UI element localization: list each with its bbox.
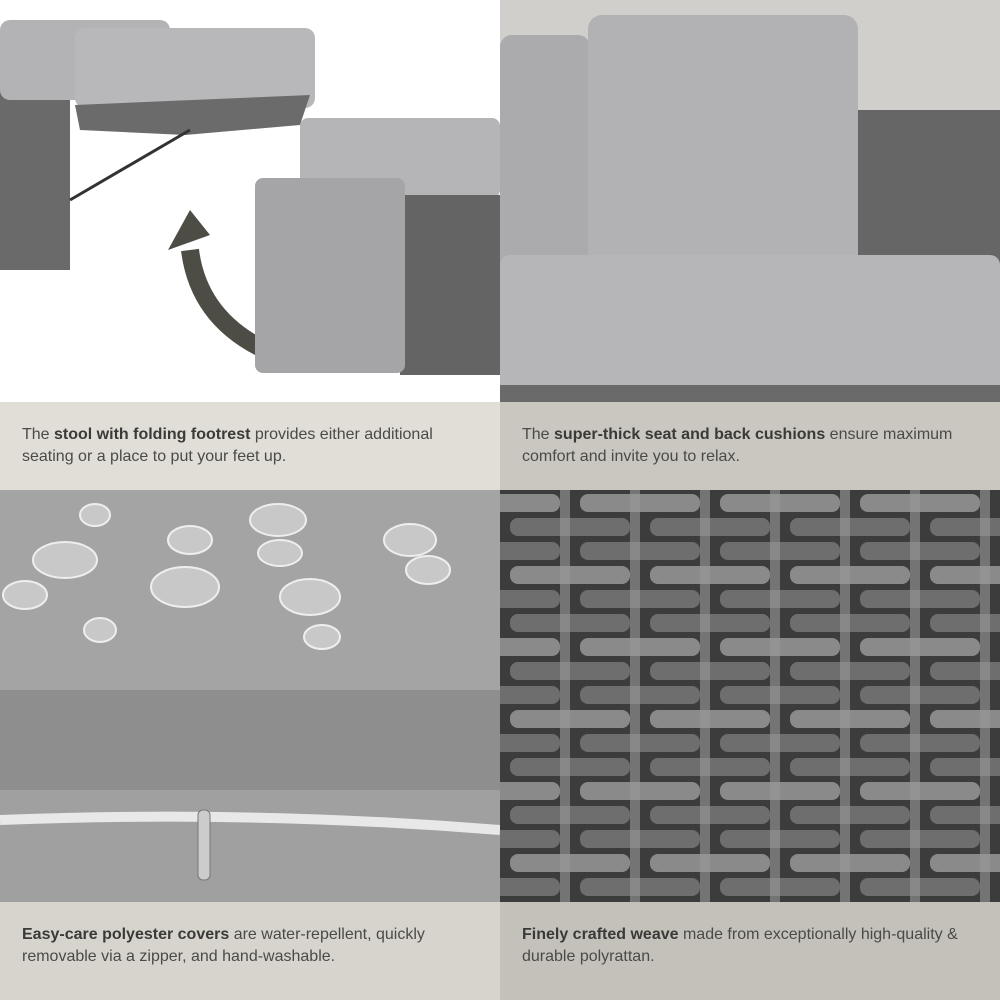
rattan-weave-image — [500, 490, 1000, 902]
caption-covers: Easy-care polyester covers are water-rep… — [0, 902, 500, 1000]
caption-cushions: The super-thick seat and back cushions e… — [500, 402, 1000, 490]
caption-weave: Finely crafted weave made from exception… — [500, 902, 1000, 1000]
polyester-cover-image — [0, 490, 500, 902]
seat-back-cushions-image — [500, 0, 1000, 402]
caption-stool: The stool with folding footrest provides… — [0, 402, 500, 490]
stool-footrest-image — [0, 0, 500, 402]
